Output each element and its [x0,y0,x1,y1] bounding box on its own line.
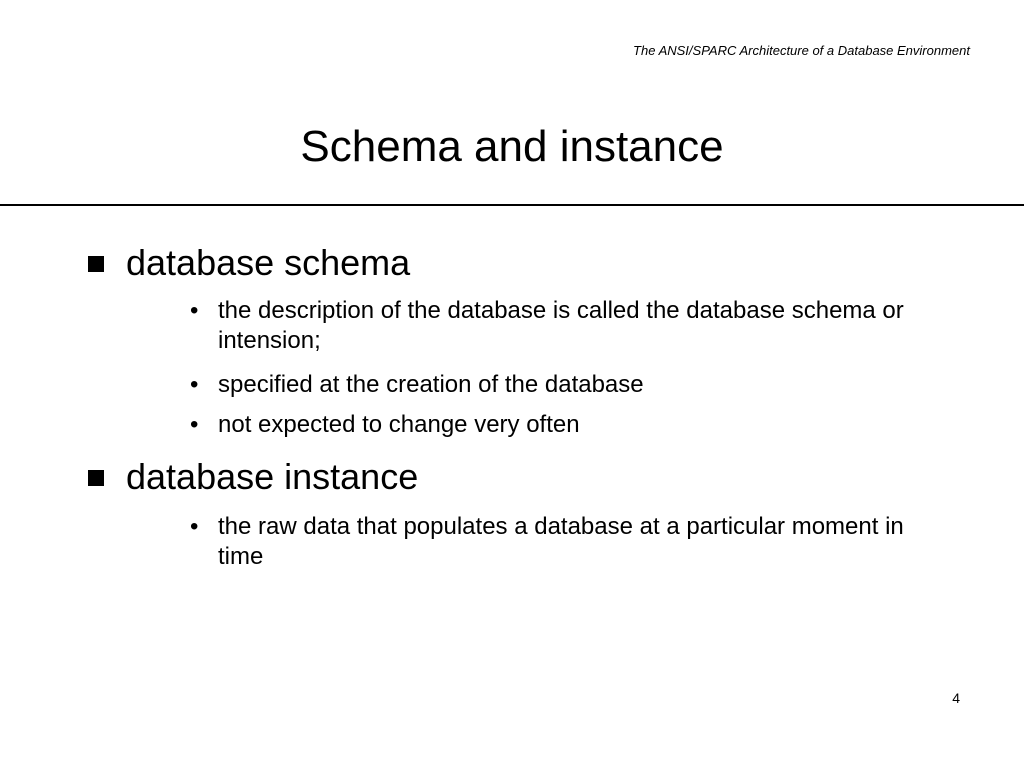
bullet-item: •specified at the creation of the databa… [190,371,644,398]
heading-text: database instance [126,456,419,497]
bullet-item: •the description of the database is call… [190,297,904,354]
bullet-item: •not expected to change very often [190,411,580,438]
slide-header: The ANSI/SPARC Architecture of a Databas… [633,43,970,58]
divider [0,204,1024,206]
slide-title: Schema and instance [300,122,724,171]
page-number: 4 [952,690,960,706]
heading-text: database schema [126,242,411,283]
section-heading: database instance [88,456,418,498]
section-heading: database schema [88,242,410,284]
bullet-item: •the raw data that populates a database … [190,513,904,570]
square-bullet-icon [88,470,104,486]
square-bullet-icon [88,256,104,272]
